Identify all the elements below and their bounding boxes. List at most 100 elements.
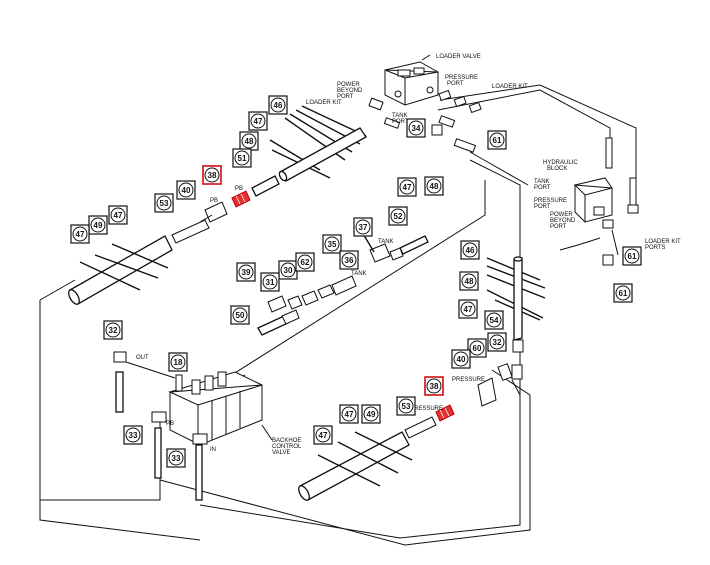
callout-circle: [168, 450, 184, 466]
callout-47: 47: [248, 111, 268, 131]
callout-number: 47: [319, 431, 328, 440]
callout-number: 48: [465, 277, 474, 286]
callout-18: 18: [168, 352, 188, 372]
label-pressure-port-1: PRESSURE: [445, 75, 478, 81]
callout-circle: [156, 195, 172, 211]
callout-number: 32: [493, 338, 502, 347]
callout-number: 36: [345, 256, 354, 265]
callout-number: 47: [254, 117, 263, 126]
callout-circle: [489, 334, 505, 350]
callout-number: 61: [628, 252, 637, 261]
label-hydraulic-block-2: BLOCK: [547, 166, 567, 172]
callout-37: 37: [353, 217, 373, 237]
upper-hose-bundle: [251, 105, 367, 197]
callout-number: 46: [274, 101, 283, 110]
callout-61: 61: [613, 283, 633, 303]
callout-circle: [486, 312, 502, 328]
callout-circle: [355, 219, 371, 235]
callout-number: 32: [109, 326, 118, 335]
hydraulic-block: [559, 137, 639, 266]
label-pressure-right: PRESSURE: [452, 377, 485, 383]
callout-60: 60: [467, 338, 487, 358]
callout-number: 49: [94, 221, 103, 230]
hose-routes: [39, 84, 637, 546]
callout-circle: [324, 236, 340, 252]
callout-47: 47: [339, 404, 359, 424]
label-loader-valve: LOADER VALVE: [436, 54, 481, 60]
callout-number: 35: [328, 240, 337, 249]
callout-circle: [250, 113, 266, 129]
callout-circle: [461, 273, 477, 289]
label-hydraulic-block-1: HYDRAULIC: [543, 160, 578, 166]
label-loader-kit-right: LOADER KIT: [492, 84, 528, 90]
callout-circle: [178, 182, 194, 198]
callout-circle: [90, 217, 106, 233]
callout-33: 33: [166, 448, 186, 468]
label-loader-kit-left: LOADER KIT: [306, 100, 342, 106]
loader-valve: [384, 54, 439, 106]
callout-circle: [270, 97, 286, 113]
callout-circle: [125, 427, 141, 443]
callout-circle: [341, 252, 357, 268]
callout-number: 47: [114, 211, 123, 220]
callout-46: 46: [268, 95, 288, 115]
callout-number: 18: [174, 358, 183, 367]
callout-circle: [72, 226, 88, 242]
callout-number: 62: [301, 258, 310, 267]
callout-48: 48: [459, 271, 479, 291]
callout-circle: [204, 167, 220, 183]
callout-number: 34: [412, 124, 421, 133]
callout-number: 46: [466, 246, 475, 255]
label-backhoe-3: VALVE: [272, 450, 290, 456]
callout-number: 47: [403, 183, 412, 192]
callout-number: 53: [160, 199, 169, 208]
callout-number: 40: [182, 186, 191, 195]
callout-circle: [399, 179, 415, 195]
label-pb-upper: PB: [235, 186, 243, 192]
callout-48: 48: [424, 176, 444, 196]
callout-circle: [280, 262, 296, 278]
label-hb-power-3: PORT: [550, 224, 567, 230]
callout-circle: [460, 301, 476, 317]
callout-number: 38: [430, 382, 439, 391]
callout-number: 39: [242, 268, 251, 277]
callout-circle: [469, 340, 485, 356]
callout-47: 47: [458, 299, 478, 319]
callout-47: 47: [397, 177, 417, 197]
callout-number: 50: [236, 311, 245, 320]
callout-circle: [297, 254, 313, 270]
callout-number: 60: [473, 344, 482, 353]
callout-circle: [615, 285, 631, 301]
label-pb-lower: PB: [210, 198, 218, 204]
callout-36: 36: [339, 250, 359, 270]
label-backhoe-2: CONTROL: [272, 444, 302, 450]
label-tank-mid2: TANK: [351, 271, 367, 277]
callout-circle: [489, 132, 505, 148]
label-hb-pressure-2: PORT: [534, 204, 551, 210]
text-labels: LOADER VALVE POWER BEYOND PORT PRESSURE …: [136, 54, 681, 456]
callout-number: 53: [402, 402, 411, 411]
callout-38: 38: [202, 165, 222, 185]
callout-61: 61: [487, 130, 507, 150]
callout-number: 30: [284, 266, 293, 275]
callout-39: 39: [236, 262, 256, 282]
label-pressure-lower: PRESSURE: [410, 406, 443, 412]
callout-circle: [105, 322, 121, 338]
label-hb-tank-1: TANK: [534, 179, 550, 185]
callout-circle: [426, 178, 442, 194]
callout-circle: [238, 264, 254, 280]
callout-47: 47: [108, 205, 128, 225]
callout-number: 61: [493, 136, 502, 145]
callout-circle: [110, 207, 126, 223]
red-coupler-lower: [435, 404, 455, 422]
callout-number: 51: [238, 154, 247, 163]
callout-circle: [390, 208, 406, 224]
callout-number: 31: [266, 278, 275, 287]
callout-number: 47: [464, 305, 473, 314]
callout-circle: [453, 351, 469, 367]
label-tank-port-top-1: TANK: [392, 113, 408, 119]
callout-number: 61: [619, 289, 628, 298]
callout-circle: [363, 406, 379, 422]
